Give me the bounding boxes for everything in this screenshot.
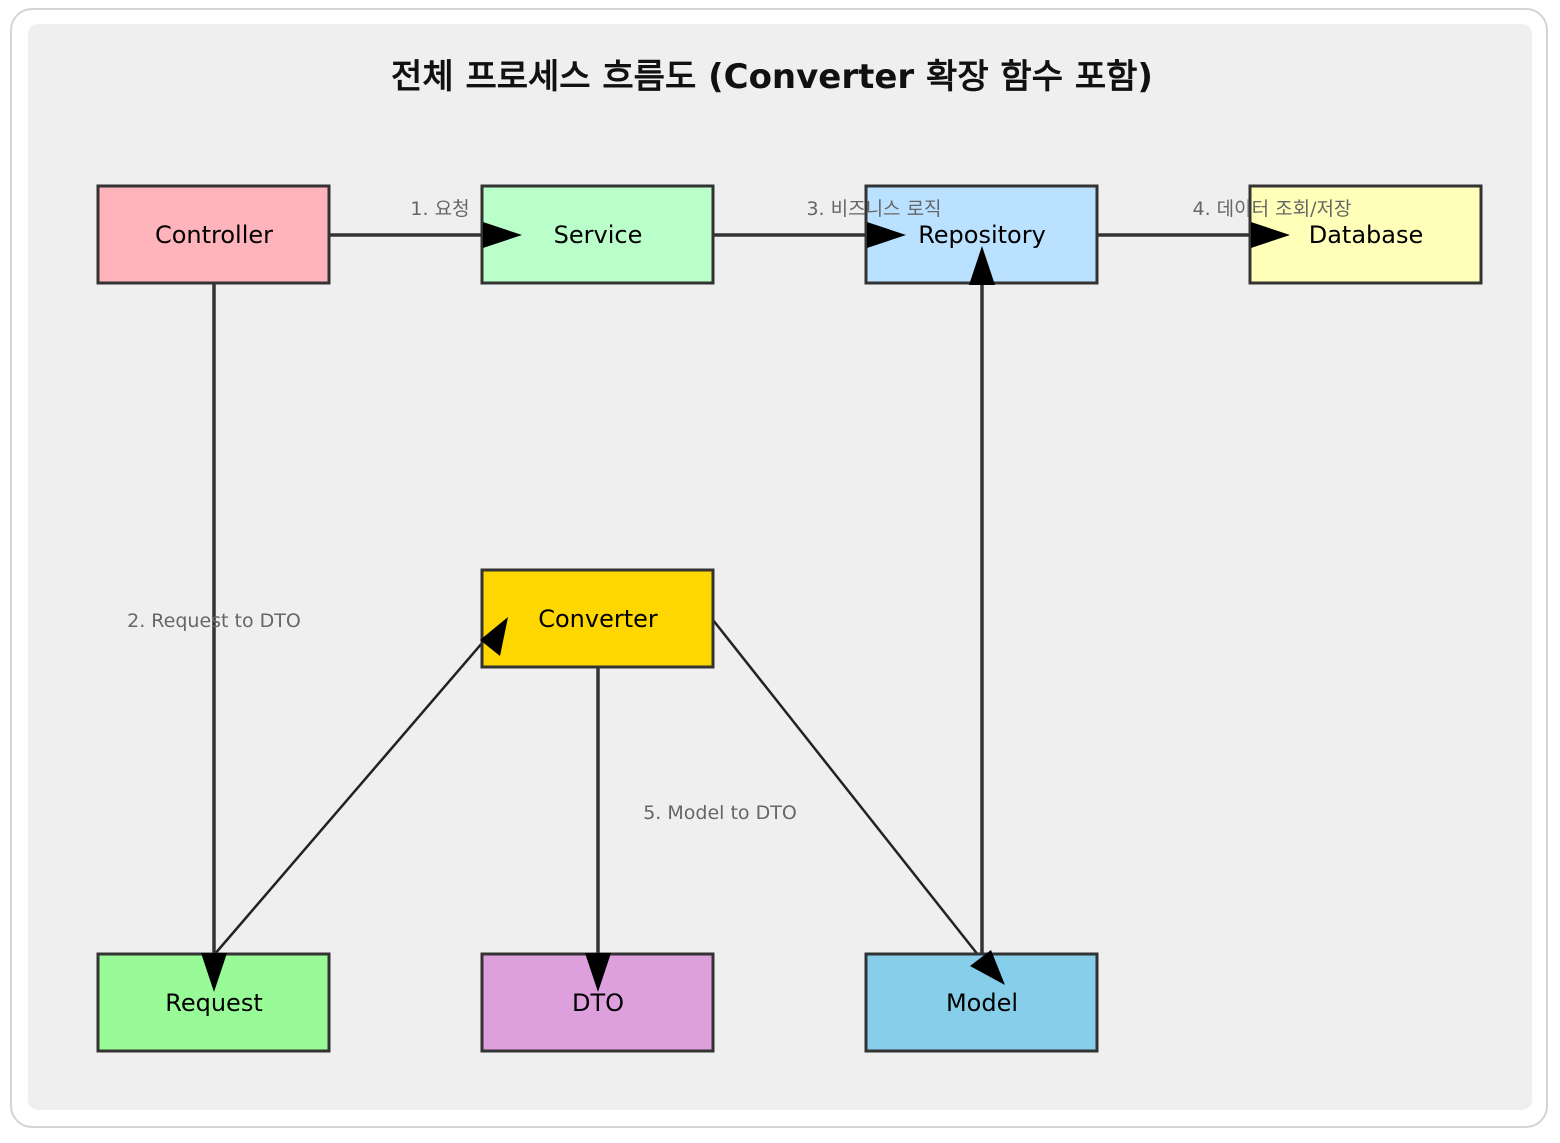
node-converter-label: Converter: [538, 605, 658, 633]
edge-label-business-logic: 3. 비즈니스 로직: [806, 198, 941, 220]
arrowhead-converter: [480, 617, 508, 656]
arrowhead-repository-from-model: [969, 246, 995, 285]
diagram-title: 전체 프로세스 흐름도 (Converter 확장 함수 포함): [391, 57, 1153, 97]
arrowhead-dto: [585, 953, 611, 992]
node-converter-box: [480, 568, 715, 669]
arrowhead-database: [1251, 222, 1290, 248]
node-model-label: Model: [946, 989, 1018, 1017]
node-converter: Converter: [480, 568, 715, 669]
edge-label-request-to-dto: 2. Request to DTO: [127, 610, 301, 632]
arrowhead-repository: [867, 222, 906, 248]
edge-converter-model: [712, 619, 991, 971]
node-controller-box: [96, 184, 331, 285]
arrowhead-service: [483, 222, 522, 248]
edge-label-request: 1. 요청: [410, 198, 469, 220]
node-controller: Controller: [96, 184, 331, 285]
arrowhead-model: [970, 950, 1005, 985]
edge-label-model-to-dto: 5. Model to DTO: [643, 802, 797, 824]
arrowhead-request: [201, 953, 227, 992]
node-dto-label: DTO: [572, 989, 624, 1017]
node-service-label: Service: [554, 221, 643, 249]
edge-label-data-access: 4. 데이터 조회/저장: [1193, 198, 1352, 220]
edge-request-converter: [213, 627, 496, 956]
node-request-label: Request: [165, 989, 263, 1017]
node-controller-label: Controller: [155, 221, 273, 249]
node-repository-label: Repository: [918, 221, 1046, 249]
node-database-label: Database: [1309, 221, 1424, 249]
